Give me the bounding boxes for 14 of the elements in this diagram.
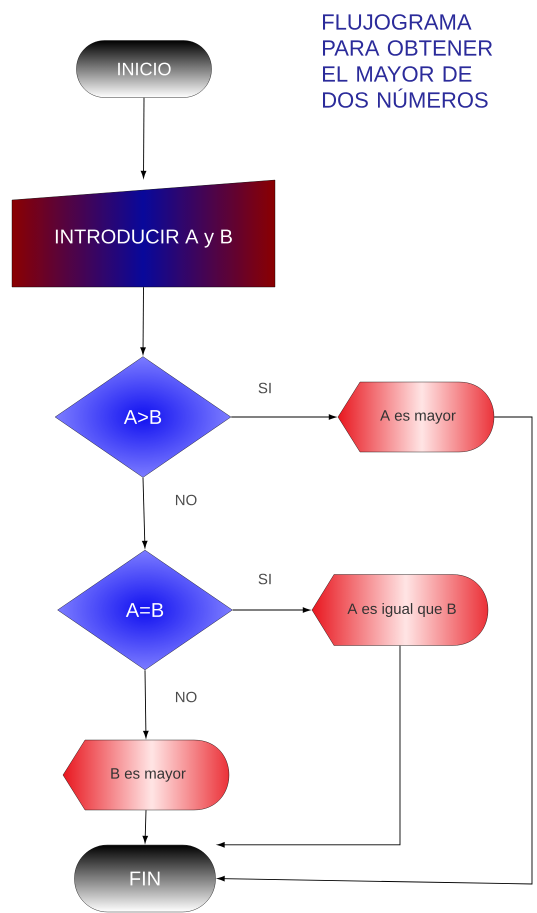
- arrow: [230, 414, 336, 420]
- arrow: [217, 645, 400, 848]
- arrow: [140, 286, 146, 355]
- arrow: [142, 477, 148, 548]
- edge-label: SI: [256, 382, 274, 394]
- arrow: [143, 670, 149, 738]
- arrow: [217, 416, 532, 884]
- arrow: [142, 810, 148, 844]
- arrow: [232, 607, 310, 613]
- edge-label: NO: [174, 690, 198, 704]
- edge-label: SI: [256, 572, 274, 586]
- arrow: [140, 97, 146, 178]
- edge-label: NO: [174, 494, 198, 506]
- title: FLUJOGRAMA PARA OBTENER EL MAYOR DE DOS NÚMEROS: [323, 14, 492, 108]
